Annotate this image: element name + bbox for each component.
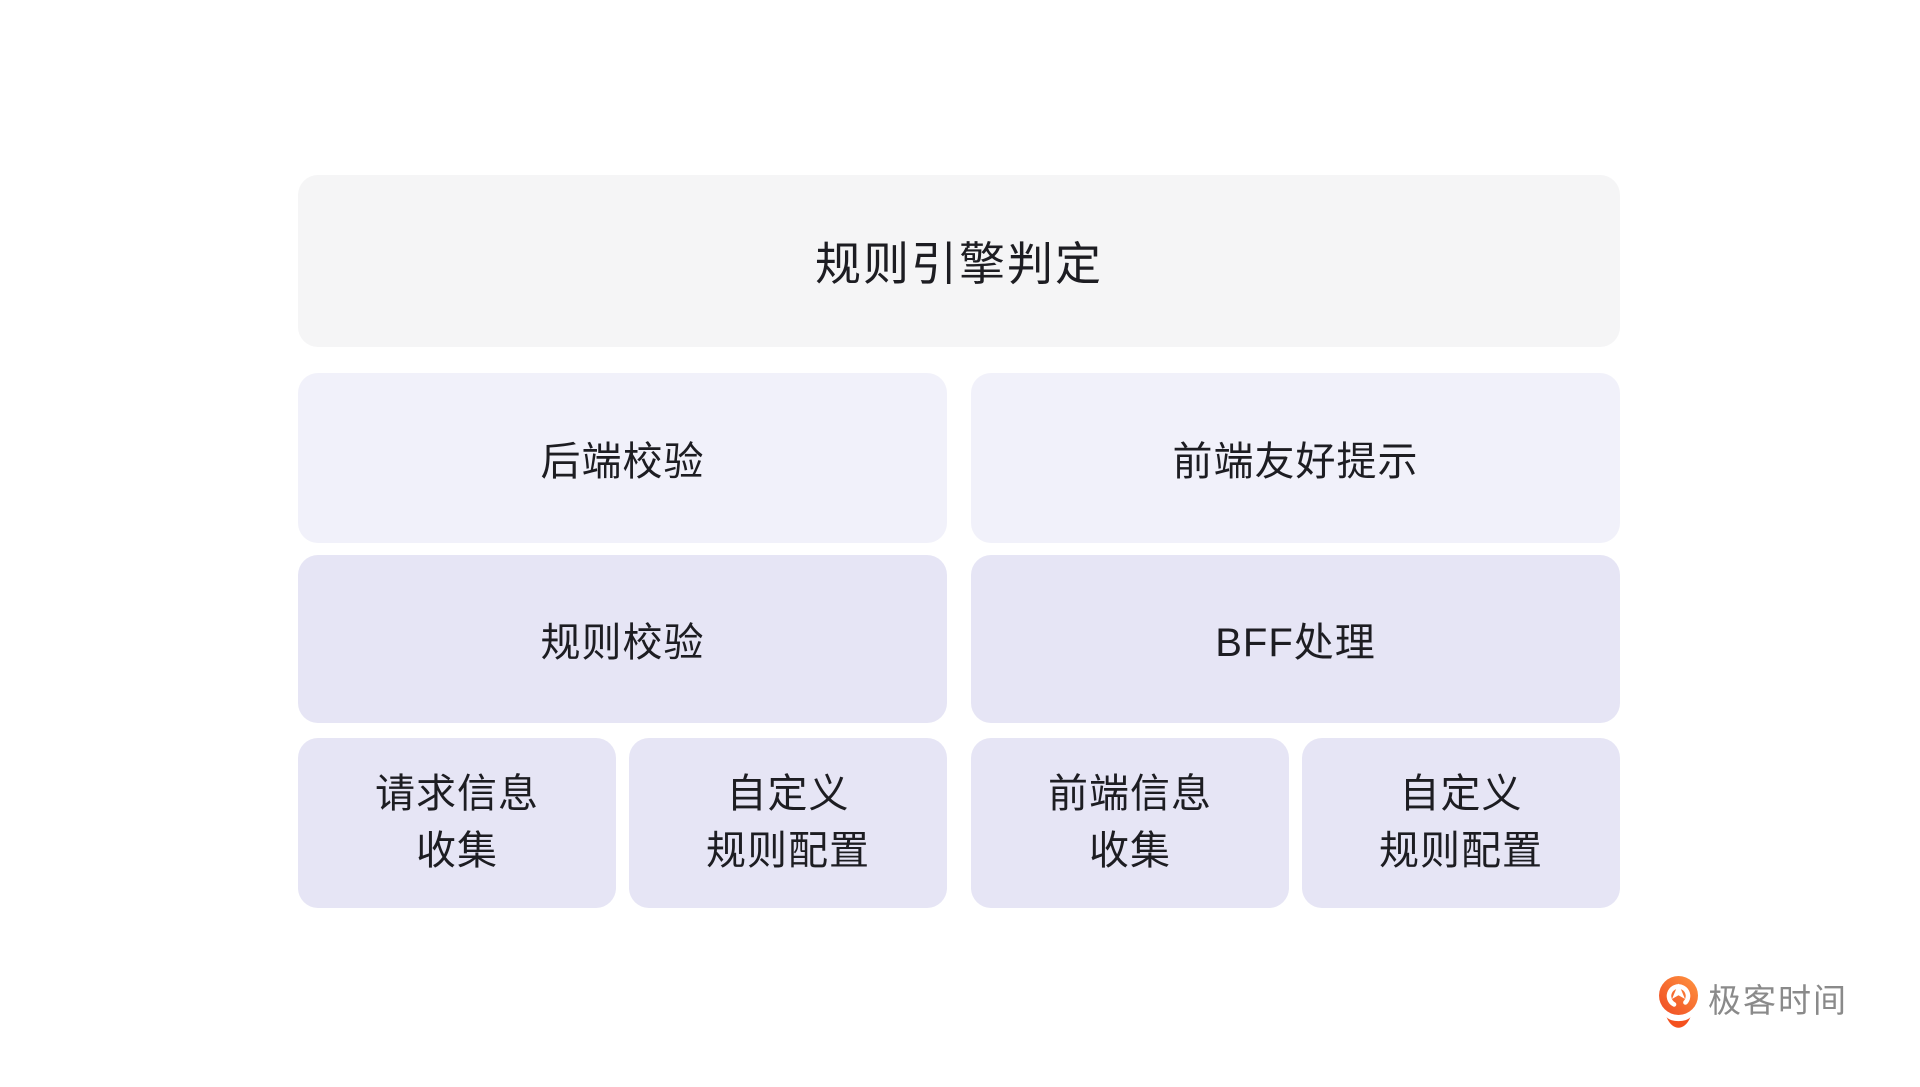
backend-leaf-group: 请求信息 收集 自定义 规则配置 [298,738,947,908]
box-label: 自定义 规则配置 [1379,772,1543,873]
row-level1: 后端校验 前端友好提示 [298,373,1620,543]
geektime-logo-icon [1658,976,1699,1028]
box-rule-validation: 规则校验 [298,555,947,723]
box-label: BFF处理 [1215,621,1376,665]
box-custom-rule-config-backend: 自定义 规则配置 [629,738,947,908]
box-frontend-info-collection: 前端信息 收集 [971,738,1289,908]
box-request-info-collection: 请求信息 收集 [298,738,616,908]
geektime-logo-text: 极客时间 [1708,981,1848,1019]
header-box-rule-engine: 规则引擎判定 [298,175,1620,347]
box-label: 自定义 规则配置 [706,772,870,873]
geektime-logo: 极客时间 [1658,976,1848,1028]
box-bff-processing: BFF处理 [971,555,1620,723]
box-custom-rule-config-frontend: 自定义 规则配置 [1302,738,1620,908]
row-level2: 规则校验 BFF处理 [298,555,1620,723]
box-label: 请求信息 收集 [375,772,539,873]
row-level3: 请求信息 收集 自定义 规则配置 前端信息 收集 自定义 规则配置 [298,738,1620,908]
box-label: 前端友好提示 [1172,440,1419,484]
box-backend-validation: 后端校验 [298,373,947,543]
header-label: 规则引擎判定 [815,238,1103,290]
box-label: 规则校验 [540,621,705,665]
rule-engine-flow-diagram: 规则引擎判定 后端校验 前端友好提示 规则校验 BFF处理 请求信息 收集 [298,175,1620,908]
box-label: 前端信息 收集 [1048,772,1212,873]
frontend-leaf-group: 前端信息 收集 自定义 规则配置 [971,738,1620,908]
box-frontend-friendly-hint: 前端友好提示 [971,373,1620,543]
box-label: 后端校验 [540,440,705,484]
